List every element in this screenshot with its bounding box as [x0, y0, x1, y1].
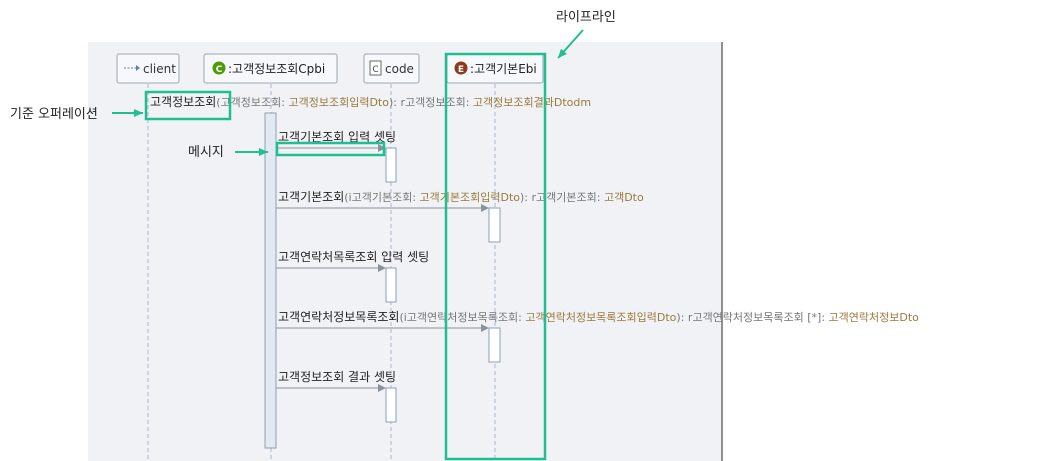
annotation-highlights [144, 52, 547, 461]
message-3[interactable]: 고객연락처목록조회 입력 셋팅 [276, 250, 429, 272]
lifeline-highlight [444, 52, 547, 461]
class-icon: C [369, 60, 382, 76]
participant-label: :고객기본Ebi [470, 62, 537, 76]
activation-ebi-1 [488, 207, 501, 243]
message-signature: 고객기본조회(i고객기본조회: 고객기본조회입력Dto): r고객기본조회: 고… [278, 190, 644, 204]
base-operation-signature[interactable]: 고객정보조회(고객정보조회: 고객정보조회입력Dto): r고객정보조회: 고객… [150, 95, 591, 109]
base-operation-annotation: 기준 오퍼레이션 [10, 107, 98, 122]
participant-label: client [143, 62, 176, 76]
message-4[interactable]: 고객연락처정보목록조회(i고객연락처정보목록조회: 고객연락처정보목록조회입력D… [276, 310, 919, 332]
message-signature: 고객연락처정보목록조회(i고객연락처정보목록조회: 고객연락처정보목록조회입력D… [278, 310, 919, 324]
svg-text:E: E [458, 65, 464, 75]
base-operation-highlight [144, 90, 232, 121]
message-5[interactable]: 고객정보조회 결과 셋팅 [276, 370, 396, 392]
message-label: 고객기본조회 입력 셋팅 [278, 130, 396, 144]
activation-code-3 [385, 387, 397, 423]
participant-client[interactable]: client [116, 53, 180, 84]
message-annotation: 메시지 [188, 145, 224, 160]
annotation-arrows [112, 29, 584, 156]
e-badge-icon: E [454, 61, 468, 75]
participant-cpbi[interactable]: C :고객정보조회Cpbi [203, 53, 338, 84]
c-badge-icon: C [212, 61, 226, 75]
message-1[interactable]: 고객기본조회 입력 셋팅 [276, 130, 396, 152]
activation-ebi-2 [488, 327, 501, 363]
activation-code-1 [385, 147, 397, 183]
message-2[interactable]: 고객기본조회(i고객기본조회: 고객기본조회입력Dto): r고객기본조회: 고… [276, 190, 644, 212]
svg-text:C: C [216, 65, 223, 75]
participant-ebi[interactable]: E :고객기본Ebi [446, 53, 544, 84]
svg-text:C: C [372, 65, 378, 75]
message-label: 고객연락처목록조회 입력 셋팅 [278, 250, 429, 264]
participant-code[interactable]: C code [363, 53, 420, 84]
lifeline-arrow-icon [557, 29, 584, 59]
activation-code-2 [385, 267, 397, 303]
message-label: 고객정보조회 결과 셋팅 [278, 370, 396, 384]
lifeline-annotation: 라이프라인 [556, 10, 616, 25]
message-highlight [275, 141, 386, 157]
diagram-frame [88, 42, 722, 461]
activation-cpbi [264, 112, 277, 449]
participant-label: code [385, 62, 414, 76]
participant-label: :고객정보조회Cpbi [228, 62, 325, 76]
actor-arrow-icon [124, 65, 140, 71]
